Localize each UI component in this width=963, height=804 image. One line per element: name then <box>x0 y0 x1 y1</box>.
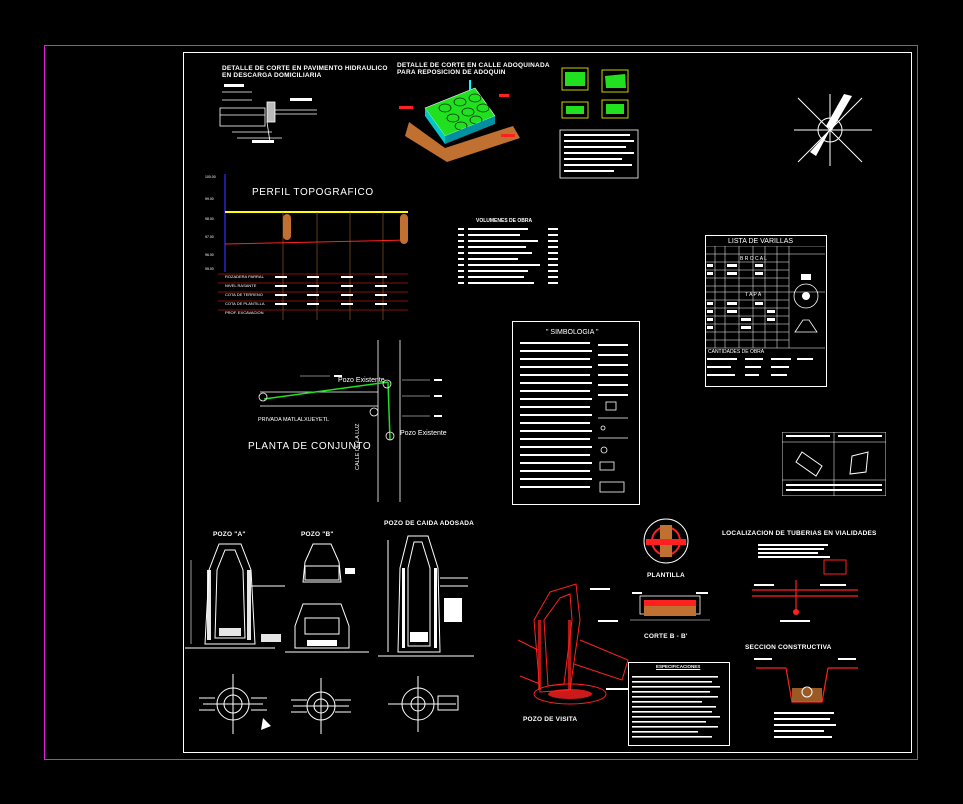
simbologia-list <box>520 342 628 493</box>
detail-table-right <box>782 432 886 496</box>
title-detalle-corte-adoquin-2: PARA REPOSICION DE ADOQUIN <box>397 69 506 76</box>
especificaciones-box <box>628 662 730 746</box>
svg-text:100.00: 100.00 <box>205 175 216 179</box>
title-pozo-a: POZO "A" <box>213 531 246 538</box>
title-detalle-corte-adoquin-1: DETALLE DE CORTE EN CALLE ADOQUINADA <box>397 62 550 69</box>
north-arrow-icon <box>794 94 872 166</box>
title-lista-de-varillas: LISTA DE VARILLAS <box>728 238 794 245</box>
lista-varillas-grid <box>705 246 825 376</box>
localizacion-detail <box>752 544 858 622</box>
title-perfil-topografico: PERFIL TOPOGRAFICO <box>252 187 374 198</box>
pozo-visita-3d <box>517 583 629 705</box>
title-simbologia: " SIMBOLOGIA " <box>546 329 599 336</box>
profile-row-label: COTA DE PLANTILLA <box>225 301 265 306</box>
title-localizacion: LOCALIZACION DE TUBERIAS EN VIALIDADES <box>722 530 877 537</box>
especificaciones-text <box>632 676 720 738</box>
corte-bb-detail <box>630 592 710 621</box>
perfil-topografico-chart: 100.00 99.00 98.00 97.00 96.00 95.00 <box>205 174 409 320</box>
pavement-cut-detail <box>219 84 317 143</box>
title-volumenes-de-obra: VOLUMENES DE OBRA <box>476 218 533 224</box>
svg-text:97.00: 97.00 <box>205 235 214 239</box>
profile-row-label: COTA DE TERRENO <box>225 292 263 297</box>
title-corte-bb: CORTE B - B' <box>644 633 688 640</box>
cantidades-label: CANTIDADES DE OBRA <box>708 349 765 355</box>
drawing-frame <box>183 52 912 753</box>
planta-conjunto-plan <box>258 340 442 502</box>
pozo-a-section <box>185 543 285 734</box>
svg-text:99.00: 99.00 <box>205 197 214 201</box>
title-pozo-caida: POZO DE CAIDA ADOSADA <box>384 520 475 527</box>
title-pozo-de-visita: POZO DE VISITA <box>523 716 578 723</box>
title-detalle-corte-pavimento-1: DETALLE DE CORTE EN PAVIMENTO HIDRAULICO <box>222 65 388 72</box>
seccion-constructiva-detail <box>754 658 858 738</box>
title-plantilla: PLANTILLA <box>647 572 685 579</box>
lista-varillas-table <box>705 235 827 387</box>
volumenes-table <box>458 228 558 284</box>
label-pozo-existente-1: Pozo Existente <box>338 377 385 384</box>
label-privada: PRIVADA MATLALXUEYETL <box>258 417 330 423</box>
pozo-caida-section <box>378 535 474 732</box>
brocal-label: B R O C A L <box>740 256 767 262</box>
sheet-border <box>44 45 918 760</box>
simbologia-box <box>512 321 640 505</box>
pozo-b-section <box>285 543 369 734</box>
title-planta-de-conjunto: PLANTA DE CONJUNTO <box>248 441 372 452</box>
title-detalle-corte-pavimento-2: EN DESCARGA DOMICILIARIA <box>222 72 322 79</box>
plantilla-detail <box>643 518 689 564</box>
title-pozo-b: POZO "B" <box>301 531 334 538</box>
title-especificaciones: ESPECIFICACIONES <box>656 664 701 669</box>
label-calle-de-la-luz: CALLE DE LA LUZ <box>355 423 361 470</box>
svg-text:98.00: 98.00 <box>205 217 214 221</box>
registro-detail <box>559 67 639 179</box>
title-seccion-constructiva: SECCION CONSTRUCTIVA <box>745 644 832 651</box>
label-pozo-existente-2: Pozo Existente <box>400 430 447 437</box>
svg-text:96.00: 96.00 <box>205 253 214 257</box>
profile-row-label: PROF. EXCAVACION <box>225 310 264 315</box>
adoquin-cut-detail <box>399 80 520 162</box>
svg-text:95.00: 95.00 <box>205 267 214 271</box>
profile-row-label: ROZADERA PARRAL <box>225 274 264 279</box>
profile-row-label: NIVEL RASANTE <box>225 283 257 288</box>
